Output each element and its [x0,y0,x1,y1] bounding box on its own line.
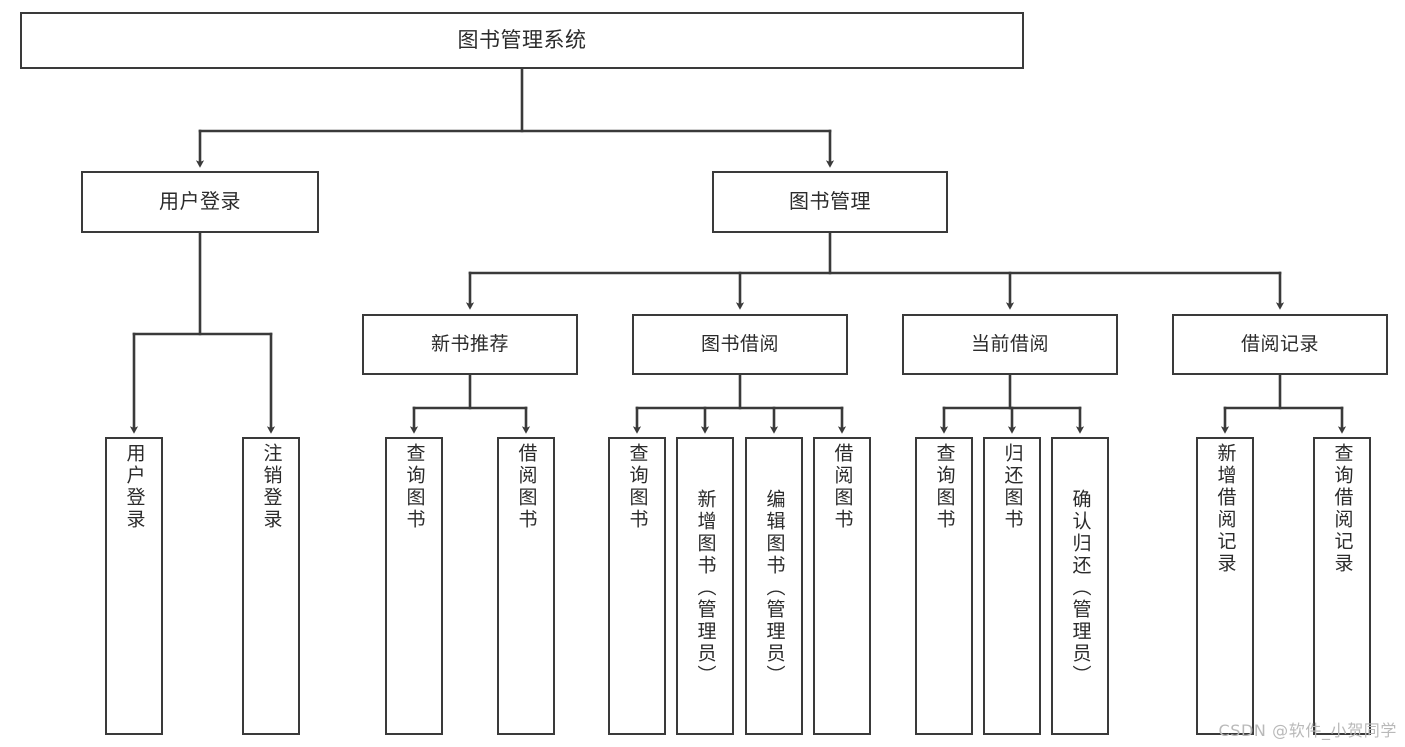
node-user-login[interactable]: 用户登录 [81,171,319,233]
node-label: 归还图书 [1001,443,1024,531]
leaf-current-return-book[interactable]: 归还图书 [983,437,1041,735]
node-label: 查询借阅记录 [1331,443,1354,575]
node-borrow-record[interactable]: 借阅记录 [1172,314,1388,375]
node-book-borrow[interactable]: 图书借阅 [632,314,848,375]
leaf-user-login-login[interactable]: 用户登录 [105,437,163,735]
node-label: 查询图书 [403,443,426,531]
leaf-borrow-add-book-admin[interactable]: 新增图书（管理员） [676,437,734,735]
leaf-record-add-record[interactable]: 新增借阅记录 [1196,437,1254,735]
node-label: 新增借阅记录 [1214,443,1237,575]
node-label: 查询图书 [626,443,649,531]
node-label: 用户登录 [123,443,146,531]
node-book-management[interactable]: 图书管理 [712,171,948,233]
node-label: 新增图书（管理员） [694,489,717,687]
node-label: 新书推荐 [430,333,509,356]
node-label: 确认归还（管理员） [1069,489,1092,687]
leaf-current-confirm-return-admin[interactable]: 确认归还（管理员） [1051,437,1109,735]
leaf-record-query-record[interactable]: 查询借阅记录 [1313,437,1371,735]
node-label: 借阅记录 [1240,333,1319,356]
node-label: 当前借阅 [970,333,1049,356]
leaf-recommend-borrow-book[interactable]: 借阅图书 [497,437,555,735]
node-label: 注销登录 [260,443,283,531]
csdn-watermark: CSDN @软件_小贺同学 [1218,721,1397,740]
node-label: 查询图书 [933,443,956,531]
node-label: 借阅图书 [515,443,538,531]
node-root-system[interactable]: 图书管理系统 [20,12,1024,69]
node-label: 图书管理系统 [457,28,587,53]
leaf-borrow-query-book[interactable]: 查询图书 [608,437,666,735]
leaf-recommend-query-book[interactable]: 查询图书 [385,437,443,735]
node-new-book-recommend[interactable]: 新书推荐 [362,314,578,375]
node-label: 编辑图书（管理员） [763,489,786,687]
node-current-borrow[interactable]: 当前借阅 [902,314,1118,375]
leaf-borrow-borrow-book[interactable]: 借阅图书 [813,437,871,735]
leaf-current-query-book[interactable]: 查询图书 [915,437,973,735]
node-label: 图书借阅 [700,333,779,356]
leaf-user-login-logout[interactable]: 注销登录 [242,437,300,735]
node-label: 借阅图书 [831,443,854,531]
node-label: 图书管理 [789,189,871,214]
node-label: 用户登录 [159,189,241,214]
leaf-borrow-edit-book-admin[interactable]: 编辑图书（管理员） [745,437,803,735]
